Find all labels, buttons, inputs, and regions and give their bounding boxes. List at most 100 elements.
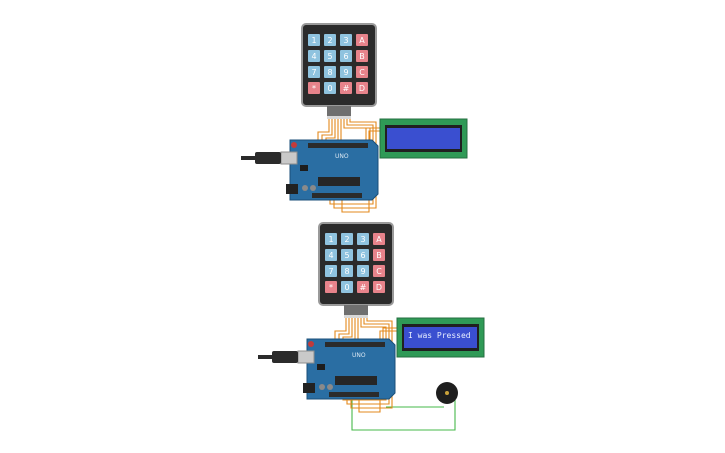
- digital-header: [325, 342, 385, 347]
- keypad-key-label: 9: [343, 68, 348, 77]
- capacitor: [302, 185, 308, 191]
- board-label: UNO: [352, 352, 366, 359]
- keypad-key[interactable]: #: [357, 281, 369, 293]
- keypad-key-label: *: [312, 84, 316, 93]
- keypad-key[interactable]: C: [373, 265, 385, 277]
- keypad-key[interactable]: *: [325, 281, 337, 293]
- keypad-key[interactable]: 7: [325, 265, 337, 277]
- buzzer-wires: [351, 392, 456, 431]
- keypad-key-label: 7: [311, 68, 316, 77]
- keypad-key-label: C: [359, 68, 365, 77]
- keypad-key[interactable]: C: [356, 66, 368, 78]
- keypad-key[interactable]: 4: [325, 249, 337, 261]
- keypad-1[interactable]: 1 2 3 A 4 5 6 B 7 8 9 C * 0 # D: [301, 23, 377, 119]
- keypad-key[interactable]: 6: [357, 249, 369, 261]
- keypad-key[interactable]: 8: [341, 265, 353, 277]
- keypad-key-label: 5: [344, 251, 349, 260]
- keypad-key-label: 0: [344, 283, 349, 292]
- reset-button[interactable]: [291, 142, 297, 148]
- arduino-uno-1[interactable]: UNO: [241, 139, 379, 201]
- keypad-key-label: 7: [328, 267, 333, 276]
- analog-header: [329, 392, 379, 397]
- keypad-key-label: B: [359, 52, 365, 61]
- keypad-key[interactable]: 9: [357, 265, 369, 277]
- keypad-keys: 1 2 3 A 4 5 6 B 7 8 9 C * 0 # D: [308, 34, 368, 94]
- lcd-16x2-2[interactable]: I was Pressed: [396, 317, 485, 358]
- keypad-key-label: B: [376, 251, 382, 260]
- keypad-key[interactable]: 7: [308, 66, 320, 78]
- reset-button[interactable]: [308, 341, 314, 347]
- keypad-key-label: 6: [343, 52, 348, 61]
- circuit-1: 1 2 3 A 4 5 6 B 7 8 9 C * 0 # D UNO: [241, 23, 468, 213]
- usb-port[interactable]: [280, 151, 298, 165]
- arduino-uno-2[interactable]: UNO: [258, 338, 396, 400]
- lcd-16x2-1[interactable]: [379, 118, 468, 159]
- power-jack[interactable]: [286, 184, 298, 194]
- keypad-ribbon: [327, 106, 351, 119]
- keypad-key-label: A: [376, 235, 382, 244]
- keypad-key[interactable]: 4: [308, 50, 320, 62]
- usb-port[interactable]: [297, 350, 315, 364]
- board-label: UNO: [335, 153, 349, 160]
- analog-header: [312, 193, 362, 198]
- regulator: [300, 165, 308, 171]
- keypad-key-label: 8: [327, 68, 332, 77]
- power-jack[interactable]: [303, 383, 315, 393]
- keypad-ribbon: [344, 305, 368, 318]
- keypad-key[interactable]: 1: [325, 233, 337, 245]
- keypad-key-label: A: [359, 36, 365, 45]
- keypad-key-label: 6: [360, 251, 365, 260]
- keypad-key[interactable]: 0: [324, 82, 336, 94]
- keypad-key-label: 5: [327, 52, 332, 61]
- keypad-key-label: 3: [343, 36, 348, 45]
- keypad-key-label: D: [359, 84, 365, 93]
- keypad-key-label: D: [376, 283, 382, 292]
- keypad-key-label: 1: [311, 36, 316, 45]
- keypad-key[interactable]: A: [373, 233, 385, 245]
- keypad-key[interactable]: 0: [341, 281, 353, 293]
- keypad-key[interactable]: 5: [341, 249, 353, 261]
- keypad-key-label: #: [360, 283, 367, 292]
- lcd-screen: [387, 128, 460, 149]
- keypad-key[interactable]: #: [340, 82, 352, 94]
- keypad-key-label: 1: [328, 235, 333, 244]
- keypad-key[interactable]: *: [308, 82, 320, 94]
- keypad-key-label: 0: [327, 84, 332, 93]
- piezo-buzzer[interactable]: [436, 382, 458, 404]
- keypad-key-label: #: [343, 84, 350, 93]
- keypad-key[interactable]: A: [356, 34, 368, 46]
- keypad-key[interactable]: B: [356, 50, 368, 62]
- keypad-key[interactable]: 3: [340, 34, 352, 46]
- capacitor: [327, 384, 333, 390]
- keypad-key[interactable]: 9: [340, 66, 352, 78]
- keypad-key-label: 3: [360, 235, 365, 244]
- digital-header: [308, 143, 368, 148]
- usb-cable: [258, 351, 298, 363]
- capacitor: [310, 185, 316, 191]
- keypad-key[interactable]: 6: [340, 50, 352, 62]
- lcd-screen: [404, 327, 477, 348]
- keypad-key-label: 2: [327, 36, 332, 45]
- keypad-key-label: 9: [360, 267, 365, 276]
- keypad-key-label: *: [329, 283, 333, 292]
- keypad-key[interactable]: 1: [308, 34, 320, 46]
- keypad-key-label: 4: [328, 251, 333, 260]
- keypad-key[interactable]: D: [356, 82, 368, 94]
- keypad-key-label: 8: [344, 267, 349, 276]
- keypad-key[interactable]: 5: [324, 50, 336, 62]
- regulator: [317, 364, 325, 370]
- keypad-key[interactable]: 3: [357, 233, 369, 245]
- keypad-key[interactable]: B: [373, 249, 385, 261]
- keypad-key-label: 4: [311, 52, 316, 61]
- keypad-key[interactable]: 2: [324, 34, 336, 46]
- buzzer-hole: [445, 391, 449, 395]
- keypad-key[interactable]: 8: [324, 66, 336, 78]
- usb-cable: [241, 152, 281, 164]
- keypad-key-label: C: [376, 267, 382, 276]
- keypad-key[interactable]: 2: [341, 233, 353, 245]
- keypad-key[interactable]: D: [373, 281, 385, 293]
- lcd-text: I was Pressed: [408, 331, 471, 340]
